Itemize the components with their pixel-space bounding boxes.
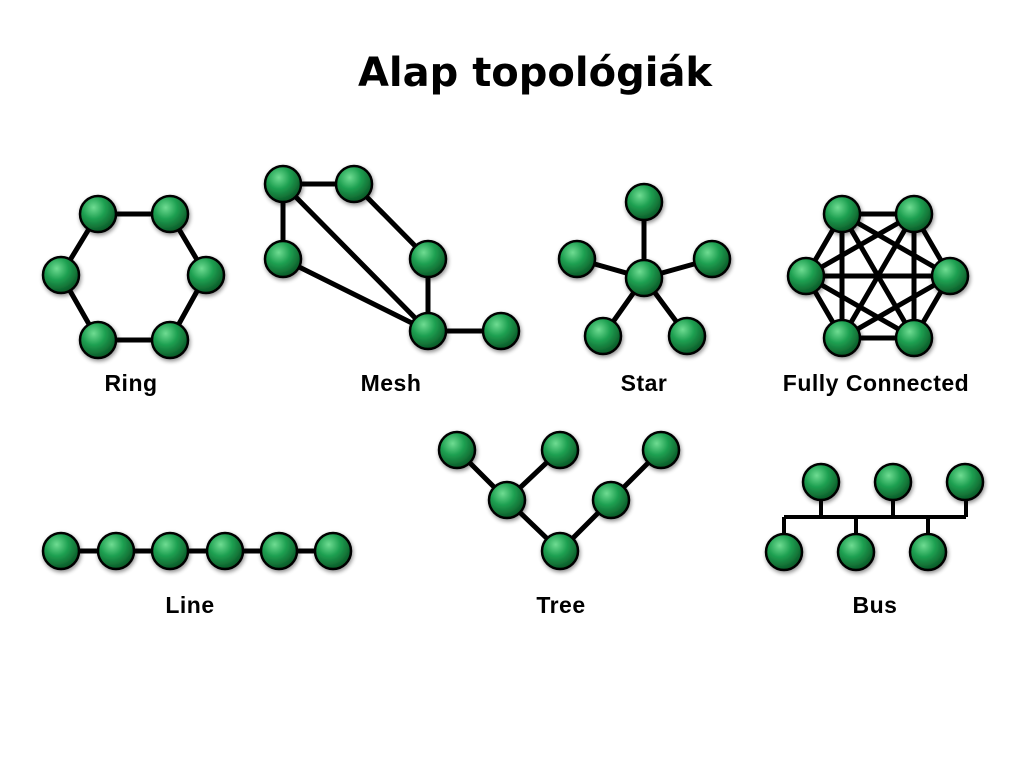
mesh-node: [334, 164, 374, 204]
star-topology: [557, 182, 732, 356]
mesh-node: [481, 311, 521, 351]
star-node: [557, 239, 597, 279]
bus-node: [945, 462, 985, 502]
mesh-link: [280, 181, 431, 334]
full-link: [803, 211, 917, 279]
ring-node: [150, 194, 190, 234]
tree-topology: [437, 430, 681, 571]
line-node: [150, 531, 190, 571]
line-label: Line: [165, 592, 214, 618]
mesh-node: [408, 311, 448, 351]
page-title: Alap topológiák: [357, 50, 713, 96]
line-node: [96, 531, 136, 571]
tree-node: [641, 430, 681, 470]
tree-node: [591, 480, 631, 520]
bus-topology: [764, 462, 985, 572]
tree-label: Tree: [536, 592, 585, 618]
star-node: [624, 182, 664, 222]
mesh-node: [263, 164, 303, 204]
star-node: [583, 316, 623, 356]
bus-node: [908, 532, 948, 572]
ring-node: [78, 194, 118, 234]
bus-node: [801, 462, 841, 502]
mesh-link: [280, 256, 431, 334]
ring-node: [41, 255, 81, 295]
ring-node: [78, 320, 118, 360]
fully-connected-label: Fully Connected: [783, 370, 969, 396]
full-node: [822, 194, 862, 234]
fully-connected-topology: [786, 194, 970, 358]
bus-node: [764, 532, 804, 572]
star-label: Star: [621, 370, 668, 396]
mesh-label: Mesh: [361, 370, 422, 396]
full-node: [822, 318, 862, 358]
line-node: [205, 531, 245, 571]
line-node: [259, 531, 299, 571]
tree-node: [540, 430, 580, 470]
full-node: [930, 256, 970, 296]
line-topology: [41, 531, 353, 571]
full-node: [894, 318, 934, 358]
ring-node: [150, 320, 190, 360]
full-link: [803, 273, 917, 341]
mesh-node: [408, 239, 448, 279]
line-node: [41, 531, 81, 571]
tree-node: [540, 531, 580, 571]
mesh-node: [263, 239, 303, 279]
ring-topology: [41, 194, 226, 360]
bus-node: [836, 532, 876, 572]
mesh-topology: [263, 164, 521, 351]
star-node: [624, 258, 664, 298]
star-node: [692, 239, 732, 279]
tree-node: [437, 430, 477, 470]
full-node: [894, 194, 934, 234]
bus-node: [873, 462, 913, 502]
tree-node: [487, 480, 527, 520]
line-node: [313, 531, 353, 571]
full-link: [839, 273, 953, 341]
ring-node: [186, 255, 226, 295]
full-node: [786, 256, 826, 296]
bus-label: Bus: [853, 592, 898, 618]
ring-label: Ring: [104, 370, 157, 396]
star-node: [667, 316, 707, 356]
